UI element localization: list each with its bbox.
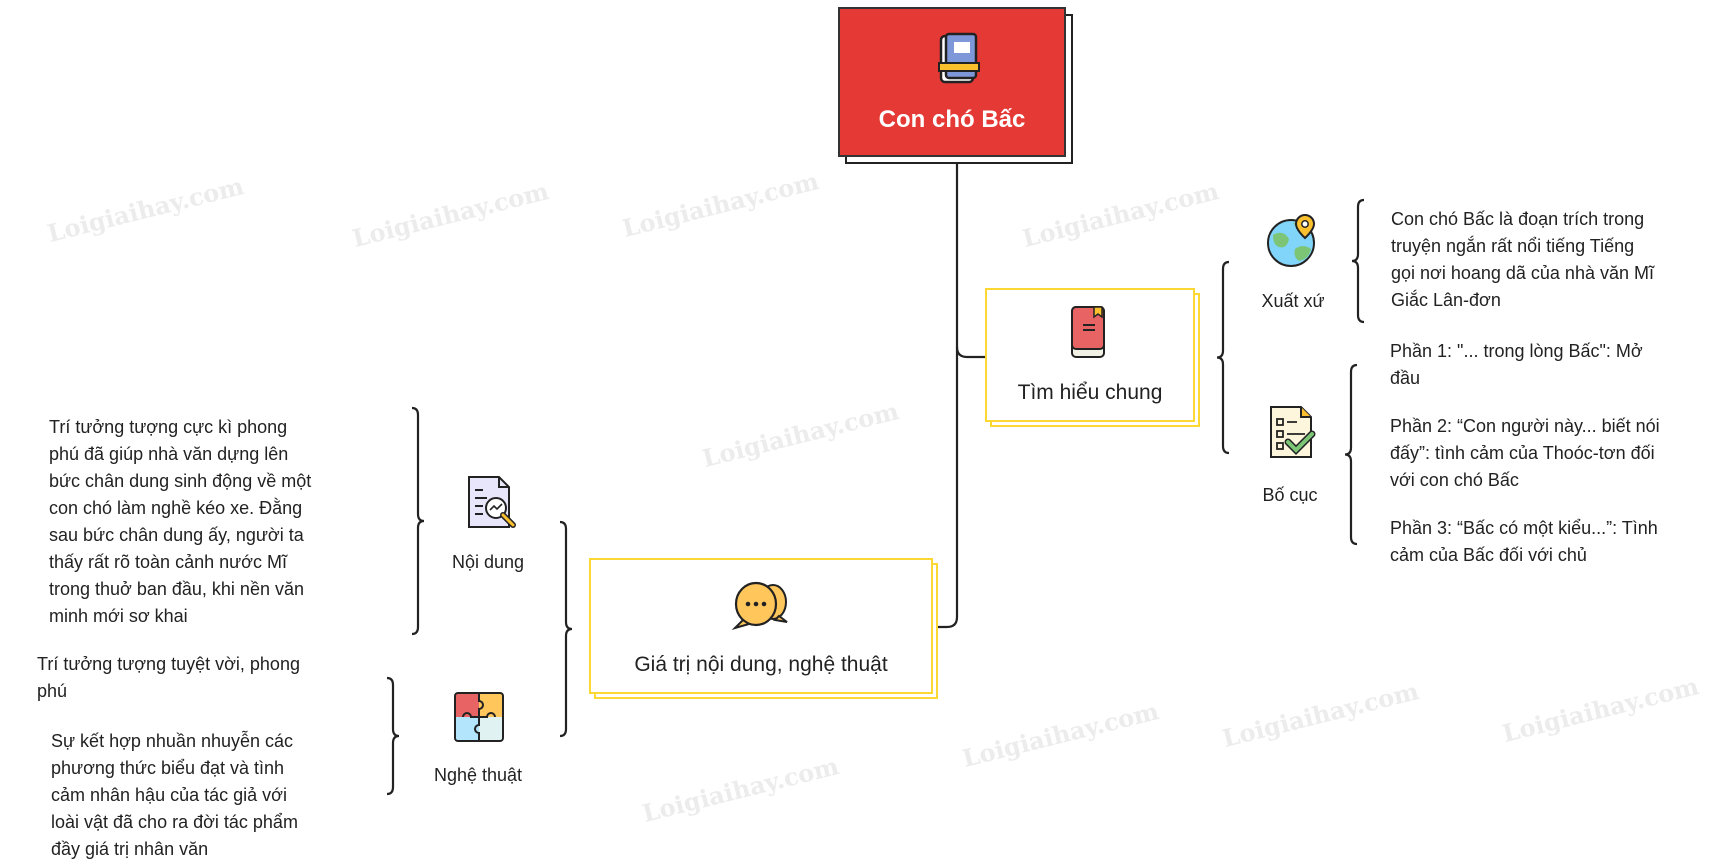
text-line: Sự kết hợp nhuần nhuyễn các (51, 731, 294, 751)
nghe-thuat-item: Trí tưởng tượng tuyệt vời, phong phú (37, 651, 300, 705)
branch-line-tim-hieu (955, 346, 985, 359)
text-line: cảm nhân hậu của tác giả với (51, 785, 287, 805)
xuat-xu-text: Con chó Bấc là đoạn trích trong truyện n… (1391, 206, 1654, 314)
text-line: Con chó Bấc là đoạn trích trong (1391, 209, 1645, 229)
bo-cuc-part: Phần 1: "... trong lòng Bấc": Mở đầu (1390, 338, 1643, 392)
text-line: phú đã giúp nhà văn dựng lên (49, 444, 289, 464)
text-line: minh mới sơ khai (49, 606, 188, 626)
text-line: cảm của Bấc đối với chủ (1390, 545, 1587, 565)
leaf-label: Xuất xứ (1261, 291, 1325, 311)
text-line: Trí tưởng tượng cực kì phong (49, 417, 288, 437)
brace-xuat-xu (1351, 198, 1365, 324)
text-line: truyện ngắn rất nổi tiếng Tiếng (1391, 236, 1635, 256)
text-line: phương thức biểu đạt và tình (51, 758, 285, 778)
checklist-icon (1270, 406, 1316, 458)
brace-gia-tri (559, 520, 573, 738)
text-line: Phần 2: “Con người này... biết nói (1390, 416, 1660, 436)
text-line: Trí tưởng tượng tuyệt vời, phong (37, 654, 300, 674)
bo-cuc-part: Phần 2: “Con người này... biết nói đấy”:… (1390, 413, 1660, 494)
text-line: loài vật đã cho ra đời tác phẩm (51, 812, 298, 832)
node-label: Tìm hiểu chung (1017, 381, 1163, 404)
text-line: bức chân dung sinh động về một (49, 471, 312, 491)
text-line: Giắc Lân-đơn (1391, 290, 1501, 310)
root-title: Con chó Bấc (878, 106, 1026, 133)
text-line: trong thuở ban đầu, khi nền văn (49, 579, 304, 599)
puzzle-icon (454, 692, 504, 742)
brace-bo-cuc (1344, 363, 1358, 546)
node-gia-tri[interactable] (589, 558, 933, 694)
node-label: Giá trị nội dung, nghệ thuật (634, 653, 888, 676)
bo-cuc-part: Phần 3: “Bấc có một kiểu...”: Tình cảm c… (1390, 515, 1658, 569)
brace-nghe-thuat (386, 676, 400, 796)
leaf-label: Nghệ thuật (433, 765, 523, 785)
brace-tim-hieu (1216, 260, 1230, 455)
text-line: gọi nơi hoang dã của nhà văn Mĩ (1391, 263, 1654, 283)
text-line: phú (37, 681, 68, 701)
globe-pin-icon (1267, 213, 1316, 267)
leaf-label: Bố cục (1262, 485, 1318, 505)
text-line: sau bức chân dung ấy, người ta (49, 525, 304, 545)
text-line: thấy rất rõ toàn cảnh nước Mĩ (49, 552, 287, 572)
text-line: con chó làm nghề kéo xe. Đằng (49, 498, 303, 518)
red-book-icon (1071, 306, 1105, 358)
text-line: Phần 3: “Bấc có một kiểu...”: Tình (1390, 518, 1658, 538)
document-search-icon (468, 476, 516, 528)
text-line: với con chó Bấc (1390, 470, 1519, 490)
text-line: Phần 1: "... trong lòng Bấc": Mở (1390, 341, 1643, 361)
trunk-line (936, 160, 959, 629)
brace-noi-dung (411, 406, 425, 636)
chat-bubbles-icon (731, 581, 788, 630)
text-line: đầy giá trị nhân văn (51, 839, 209, 859)
noi-dung-text: Trí tưởng tượng cực kì phong phú đã giúp… (49, 414, 311, 630)
leaf-label: Nội dung (451, 552, 525, 572)
text-line: đấy”: tình cảm của Thoóc-tơn đối (1390, 443, 1655, 463)
book-icon (938, 32, 980, 84)
nghe-thuat-item: Sự kết hợp nhuần nhuyễn các phương thức … (51, 728, 298, 863)
text-line: đầu (1390, 368, 1421, 388)
